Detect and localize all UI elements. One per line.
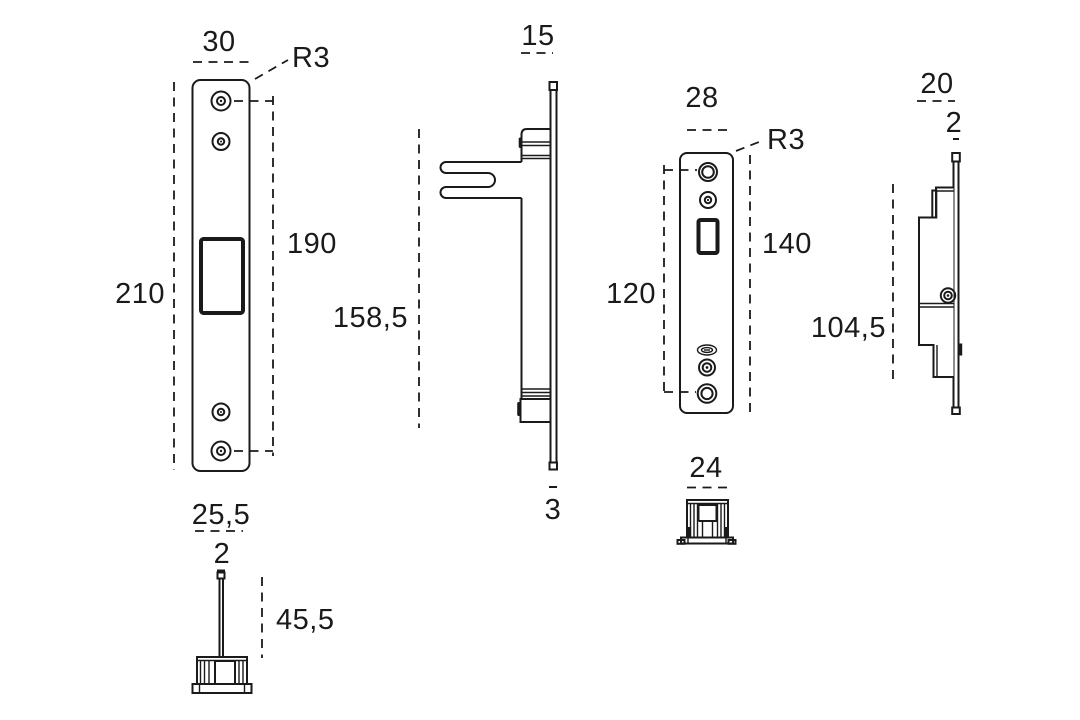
plate-edge-lines — [549, 90, 558, 463]
fork-latch — [439, 161, 522, 199]
plate-edge-top-cap — [548, 81, 558, 91]
pin-knob-base — [191, 656, 253, 694]
dim-label-pin-length: 45,5 — [276, 604, 334, 636]
dim-label-15: 15 — [521, 20, 554, 52]
screw-hole-bottom-2 — [210, 440, 232, 462]
dim-label-104-5: 104,5 — [811, 312, 886, 344]
small-plate-bottom-cap — [951, 406, 961, 415]
screw-hole-top-2 — [211, 132, 231, 151]
dim-label-r3-left: R3 — [292, 42, 330, 74]
leader-r3-left — [254, 59, 289, 80]
dim-label-28: 28 — [685, 82, 718, 114]
pin-part-view: 25,5 2 45,5 — [191, 499, 334, 694]
cylinder-hole-top — [698, 162, 718, 182]
plate-edge-bottom-cap — [548, 461, 558, 471]
leader-r3-right — [735, 139, 765, 152]
cylinder-hole-bottom — [696, 383, 718, 404]
brand-stamp-oval — [696, 344, 718, 356]
lock-plate-front-view: 28 R3 120 140 24 — [606, 82, 812, 545]
lock-side-profile-view: 15 158,5 3 — [333, 20, 561, 526]
small-body-tab — [931, 189, 938, 219]
dim-label-24: 24 — [689, 452, 722, 484]
dim-label-140: 140 — [762, 228, 812, 260]
small-plate-top-cap — [951, 152, 961, 163]
dim-label-height-210: 210 — [115, 278, 165, 310]
dim-label-158-5: 158,5 — [333, 302, 408, 334]
body-rib-lines — [522, 388, 550, 397]
screw-hole-top-1 — [210, 90, 232, 112]
dim-label-190: 190 — [287, 228, 337, 260]
dim-label-3: 3 — [545, 494, 562, 526]
dim-label-120: 120 — [606, 278, 656, 310]
pin-rod — [218, 578, 224, 657]
small-plate-edge-lines — [952, 161, 960, 408]
small-plate-bump — [958, 343, 963, 356]
dim-label-2-right: 2 — [946, 107, 963, 139]
latch-opening-small — [696, 218, 720, 255]
screw-hole-upper — [699, 191, 717, 209]
lock-plate-outline — [679, 152, 734, 414]
small-body-rib-lines — [919, 302, 954, 308]
body-top-cap — [518, 128, 550, 162]
side-screw-detail — [939, 287, 957, 304]
dim-label-width-30: 30 — [202, 26, 235, 58]
dim-label-20: 20 — [920, 68, 953, 100]
body-bottom-block — [519, 398, 550, 423]
screw-hole-lower — [698, 358, 716, 377]
dim-label-pin-width: 25,5 — [192, 499, 250, 531]
body-bottom-bump — [517, 402, 521, 416]
knurled-cylinder-part — [676, 499, 737, 545]
dim-label-r3-right: R3 — [767, 124, 805, 156]
latch-opening — [199, 237, 245, 315]
strike-plate-outline — [191, 79, 251, 472]
screw-hole-bottom-1 — [211, 402, 231, 422]
dim-label-pin-diameter: 2 — [214, 538, 231, 570]
pin-tip — [216, 571, 226, 580]
lock-side-small-view: 20 2 104,5 — [811, 68, 963, 415]
strike-plate-front-view: 30 R3 210 190 — [115, 26, 337, 472]
